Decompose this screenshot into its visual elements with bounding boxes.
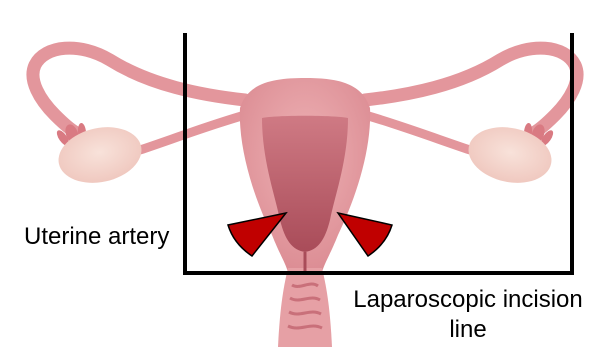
right-ovarian-ligament [365, 115, 470, 150]
incision-line-label: Laparoscopic incision line [348, 285, 588, 345]
incision-label-line-1: Laparoscopic incision [348, 285, 588, 315]
uterine-artery-label: Uterine artery [22, 222, 171, 252]
left-ovarian-ligament [140, 115, 245, 150]
right-fallopian-tube [365, 48, 577, 132]
right-uterine-artery-marker [338, 213, 392, 256]
left-fallopian-tube [33, 48, 245, 132]
incision-label-line-2: line [348, 315, 588, 345]
cervix [278, 268, 332, 347]
